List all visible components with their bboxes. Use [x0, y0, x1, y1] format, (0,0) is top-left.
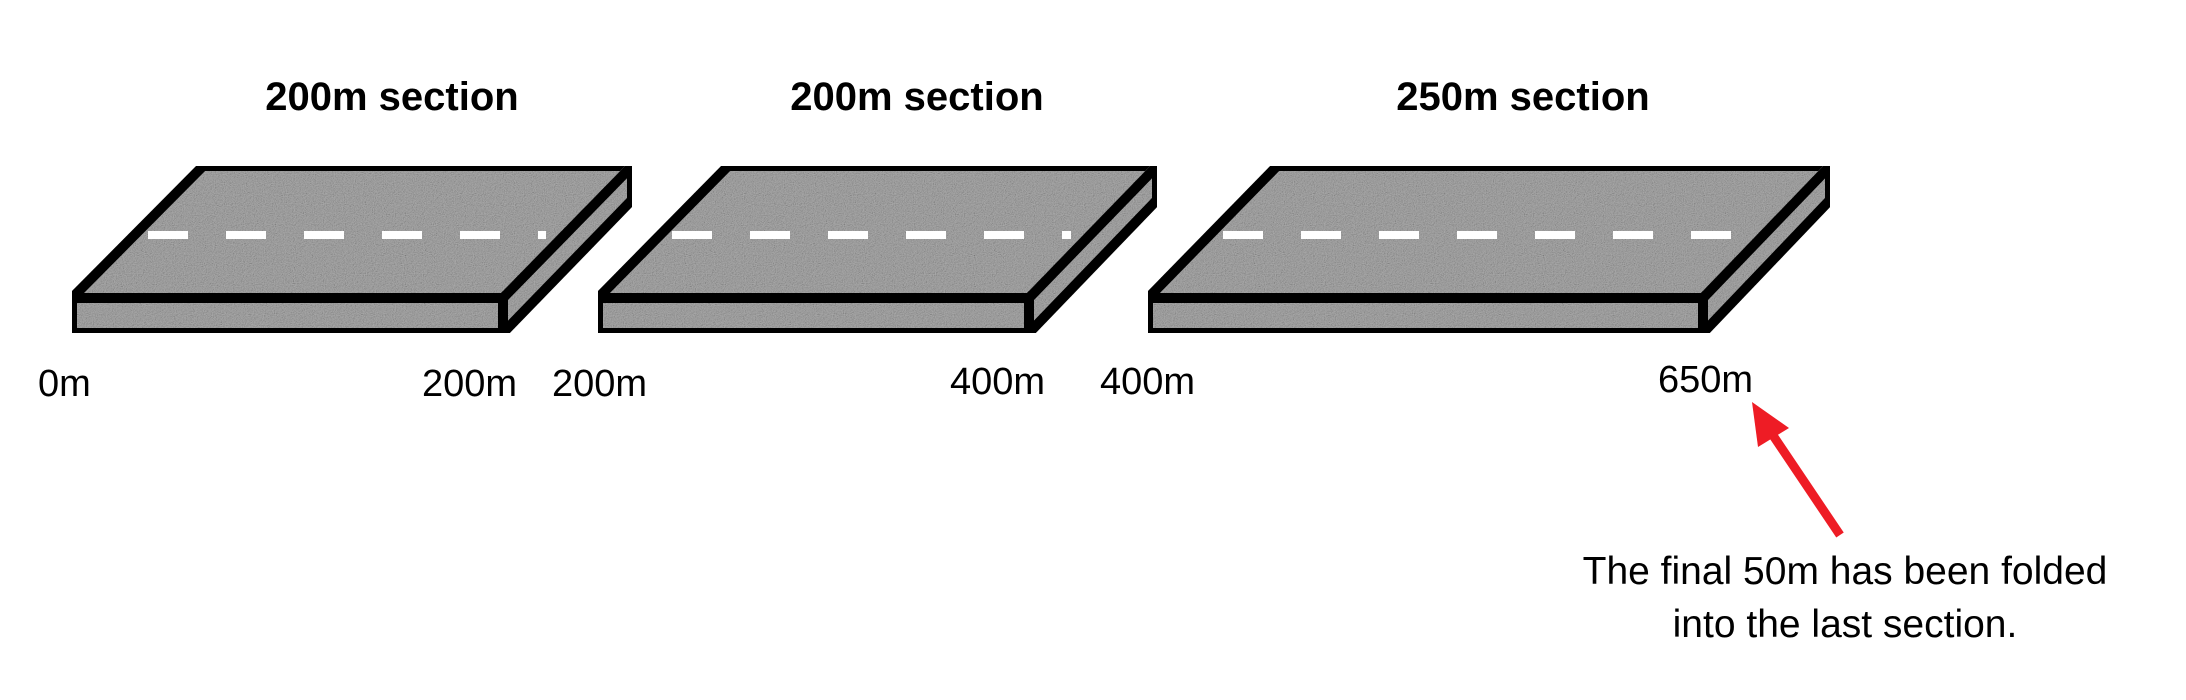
road-slab-3 — [1148, 166, 1830, 333]
slab-3-front — [1148, 298, 1703, 333]
section-3-title: 250m section — [1396, 75, 1649, 119]
road-slab-2 — [598, 166, 1157, 333]
section-3-end-label: 650m — [1658, 359, 1753, 401]
section-3-start-label: 400m — [1100, 361, 1195, 403]
road-section-1: 200m section 0m 200m — [38, 75, 632, 405]
road-section-2: 200m section 200m 400m — [552, 75, 1157, 405]
annotation: The final 50m has been folded into the l… — [1583, 402, 2108, 646]
road-slab-1 — [72, 166, 632, 333]
annotation-arrow-shaft — [1768, 428, 1840, 535]
section-2-title: 200m section — [790, 75, 1043, 119]
annotation-text-line-2: into the last section. — [1673, 603, 2018, 646]
annotation-text-line-1: The final 50m has been folded — [1583, 550, 2108, 593]
annotation-arrow-head — [1752, 402, 1789, 447]
slab-1-front — [72, 298, 503, 333]
slab-2-front — [598, 298, 1029, 333]
road-section-3: 250m section 400m 650m — [1100, 75, 1830, 403]
section-1-title: 200m section — [265, 75, 518, 119]
section-2-start-label: 200m — [552, 363, 647, 405]
section-1-end-label: 200m — [422, 363, 517, 405]
section-2-end-label: 400m — [950, 361, 1045, 403]
section-1-start-label: 0m — [38, 363, 91, 405]
